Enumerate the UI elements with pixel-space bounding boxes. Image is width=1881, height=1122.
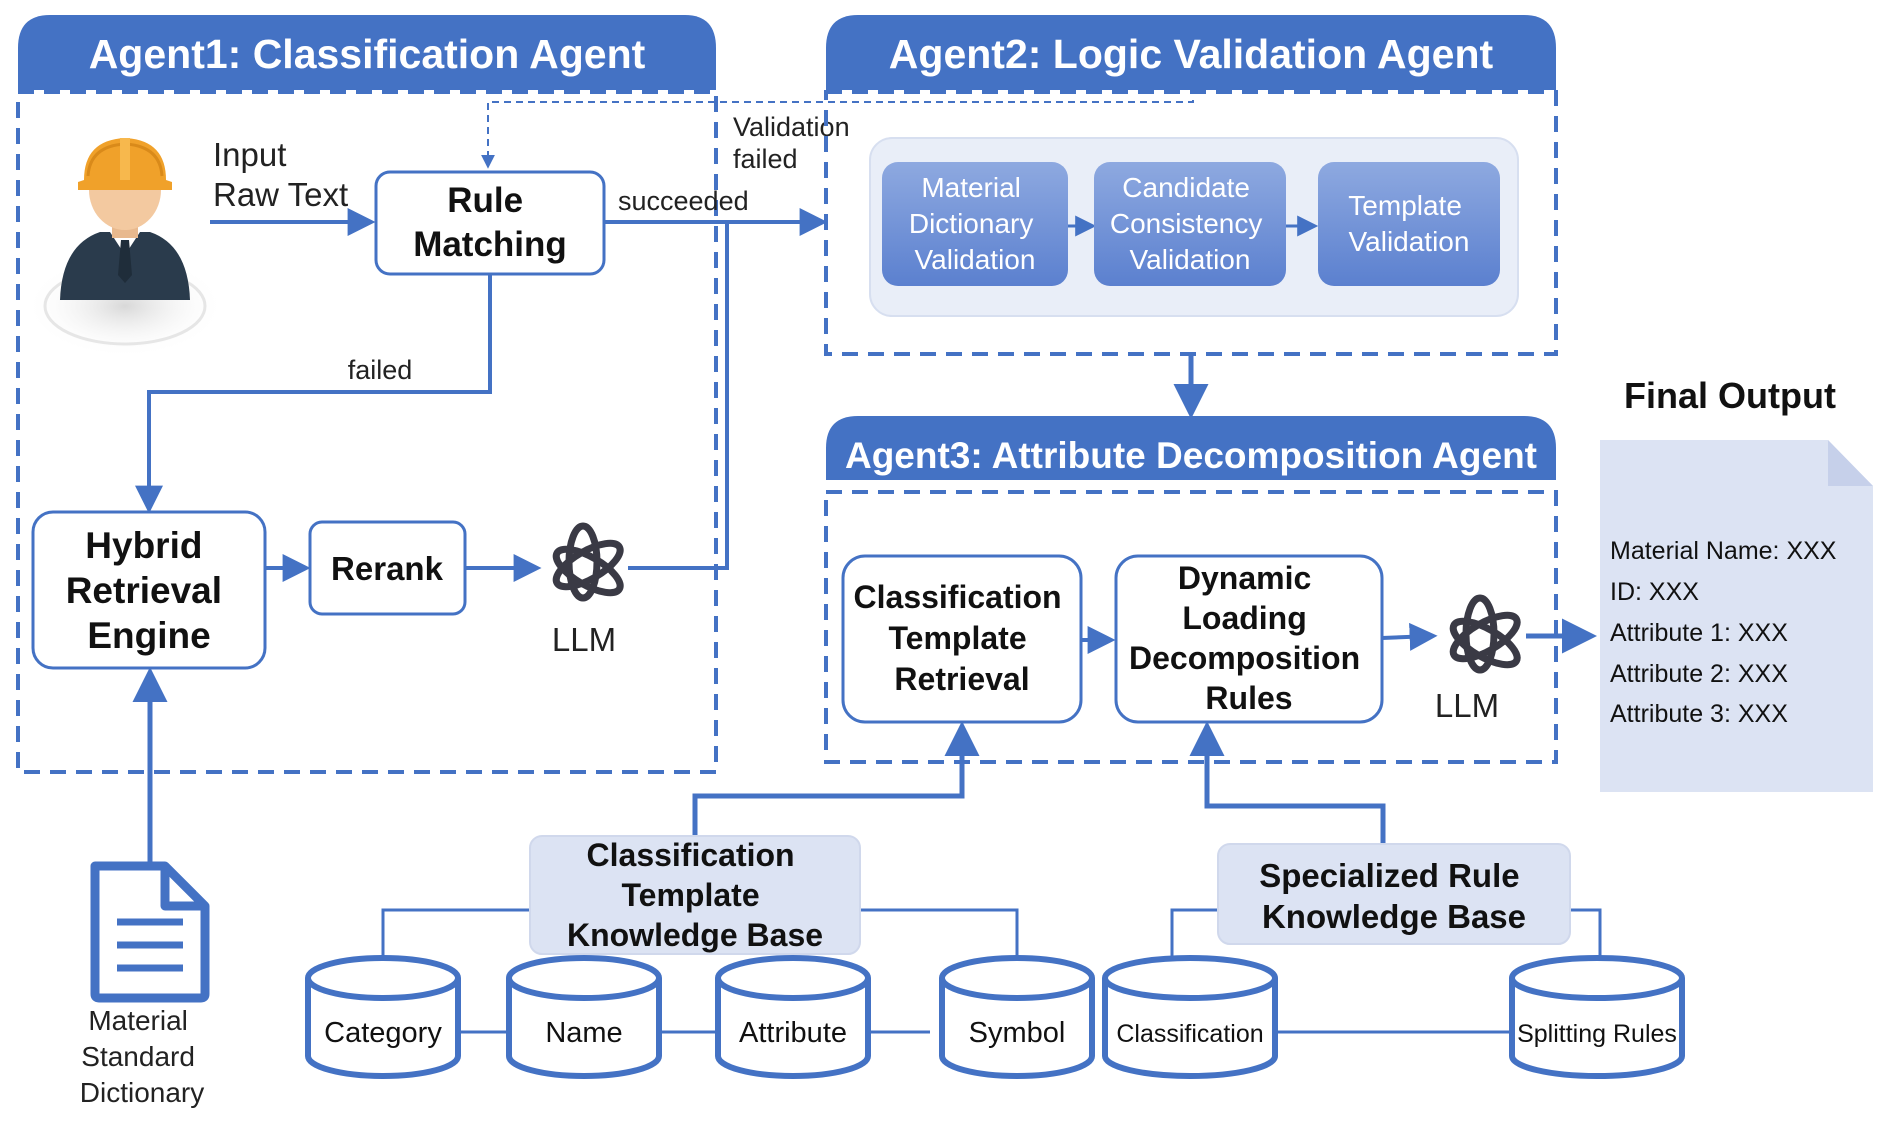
agent1-title: Agent1: Classification Agent [89,31,646,77]
classification-kb-to-retrieval-arrow [692,721,980,836]
template-validation-step[interactable]: Template Validation [1318,162,1500,286]
agent3-panel: Agent3: Attribute Decomposition Agent [824,416,1558,764]
database-label: Splitting Rules [1517,1020,1677,1048]
database-cylinder-icon: Attribute [715,955,871,1079]
failed-label: failed [348,355,413,385]
final-output-document: Material Name: XXX ID: XXX Attribute 1: … [1600,440,1873,792]
input-raw-text-label: Input Raw Text [213,136,348,213]
database-label: Category [324,1017,442,1049]
rule-matching-label: Rule Matching [413,181,567,264]
candidate-consistency-validation-label: Candidate Consistency Validation [1110,172,1270,275]
classification-kb-label: Classification Template Knowledge Base [567,837,823,953]
agent3-header-bg [826,416,1556,480]
hybrid-retrieval-label: Hybrid Retrieval Engine [66,525,233,656]
classification-template-retrieval-box[interactable]: Classification Template Retrieval [841,554,1083,724]
user-avatar-icon [25,138,225,358]
final-output-lines: Material Name: XXX ID: XXX Attribute 1: … [1610,537,1843,728]
database-label: Classification [1116,1020,1263,1048]
agent3-boundary [824,490,1558,764]
classification-template-retrieval-label: Classification Template Retrieval [854,579,1071,697]
specialized-kb-to-rules-arrow [1189,721,1386,844]
database-label: Symbol [969,1017,1066,1049]
material-dictionary-validation-step[interactable]: Material Dictionary Validation [882,162,1068,286]
final-output-title: Final Output [1624,375,1836,416]
rule-matching-box[interactable]: Rule Matching [374,170,606,276]
agent1-boundary [16,90,718,774]
openai-logo-icon [1449,594,1521,674]
failed-arrow [135,274,492,514]
agent1-panel: Agent1: Classification Agent [16,15,718,774]
llm-to-agent2-line [628,222,729,570]
classification-kb-box[interactable]: Classification Template Knowledge Base [529,835,861,955]
database-cylinder-icon: Category [305,955,461,1079]
validation-failed-feedback [481,100,1194,169]
agent2-header-bg [826,15,1556,90]
database-label: Name [545,1017,622,1049]
document-icon [90,861,210,1003]
rerank-label: Rerank [331,550,444,587]
agent1-header-bg [18,15,716,90]
dynamic-loading-rules-box[interactable]: Dynamic Loading Decomposition Rules [1114,554,1384,724]
validation-failed-label: Validation failed [733,112,857,174]
template-validation-label: Template Validation [1348,190,1469,257]
database-cylinder-icon: Symbol [939,955,1095,1079]
rerank-box[interactable]: Rerank [308,520,467,616]
rules-to-llm-arrow [1381,622,1438,651]
dynamic-loading-rules-label: Dynamic Loading Decomposition Rules [1129,560,1369,716]
llm-label-agent1: LLM [552,621,616,658]
candidate-consistency-validation-step[interactable]: Candidate Consistency Validation [1094,162,1286,286]
database-label: Attribute [739,1017,847,1049]
specialized-kb-box[interactable]: Specialized Rule Knowledge Base [1217,843,1571,945]
database-cylinder-icon: Splitting Rules [1509,955,1685,1079]
llm-label-agent3: LLM [1435,687,1499,724]
succeeded-label: succeeded [618,186,749,216]
agent2-title: Agent2: Logic Validation Agent [889,31,1494,77]
material-standard-dictionary-label: Material Standard Dictionary [80,1005,204,1108]
database-cylinder-icon: Name [506,955,662,1079]
specialized-kb-label: Specialized Rule Knowledge Base [1259,857,1529,935]
database-cylinder-icon: Classification [1102,955,1278,1079]
openai-logo-icon [552,522,624,602]
agent3-title: Agent3: Attribute Decomposition Agent [845,435,1537,476]
material-dictionary-validation-label: Material Dictionary Validation [909,172,1041,275]
hybrid-retrieval-engine-box[interactable]: Hybrid Retrieval Engine [31,510,267,670]
